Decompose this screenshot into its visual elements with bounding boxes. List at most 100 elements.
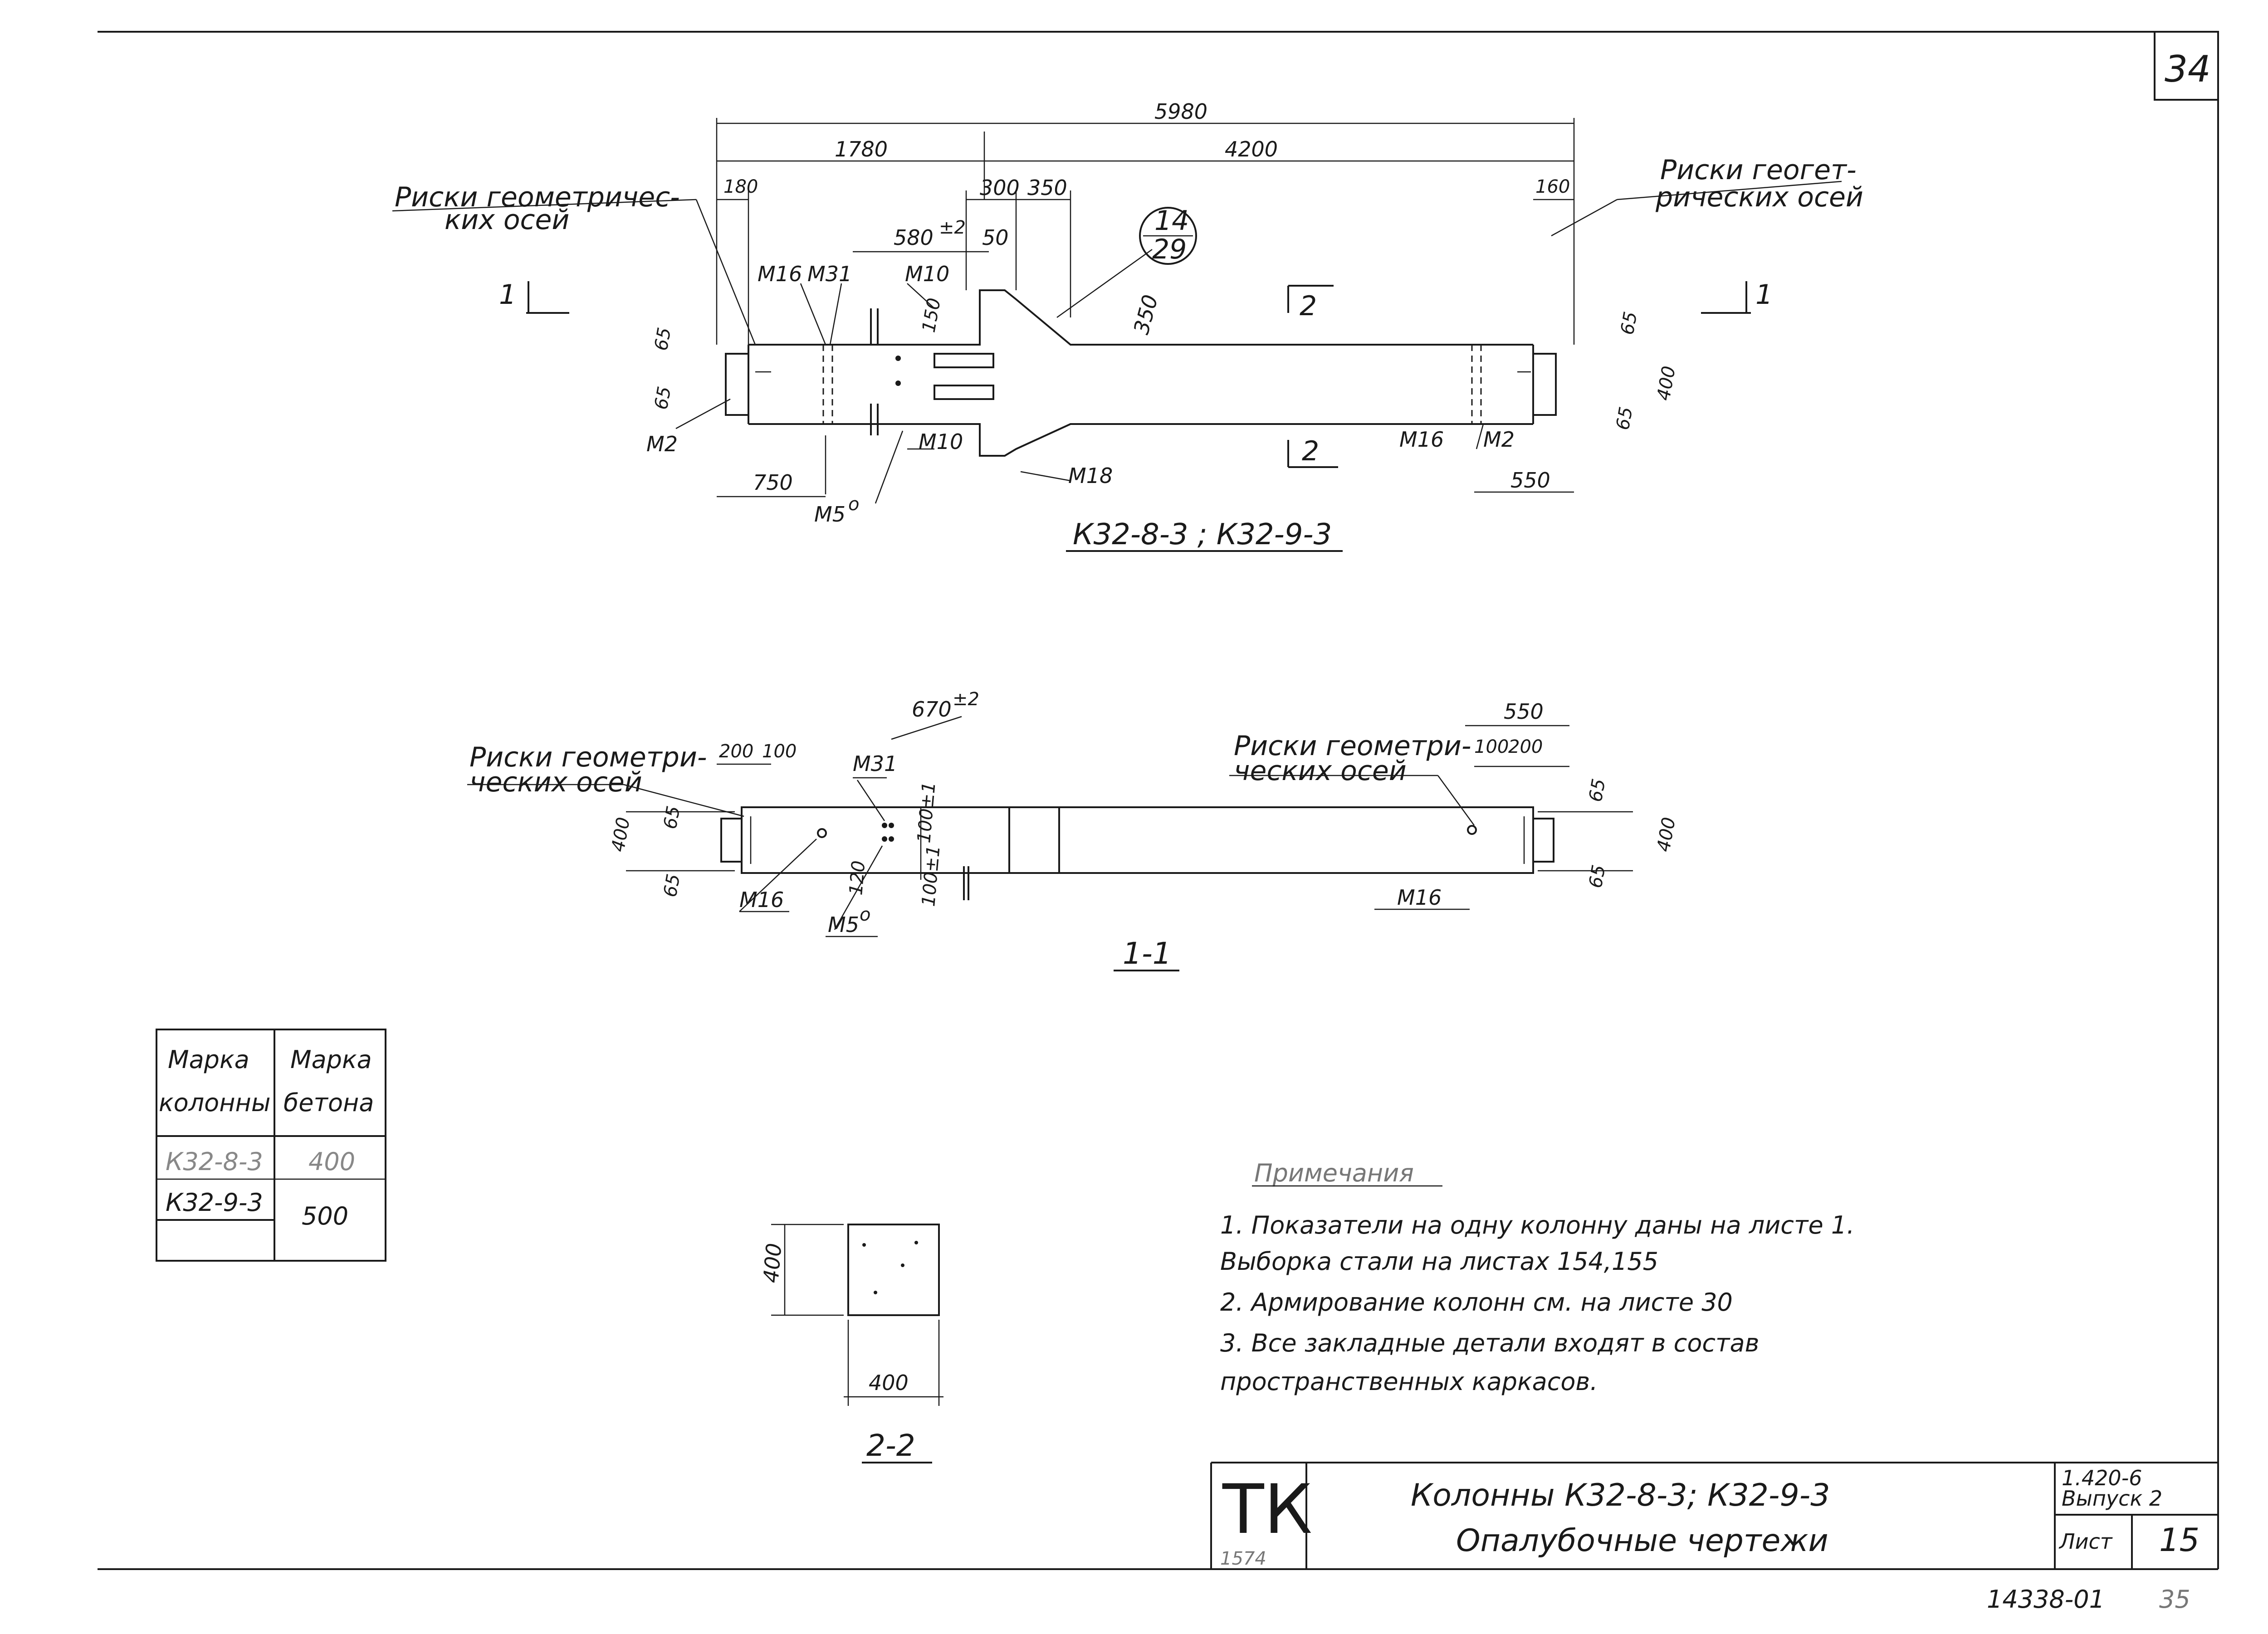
s22-dim-width: 400 [869,1371,909,1395]
s11-dim-100-c: 100±1 [914,781,940,844]
s11-mark-m5-sup: о [860,904,870,925]
table-header-col1-line1: Марка [168,1045,249,1074]
notes-heading: Примечания [1254,1159,1414,1187]
table-row2-mark: К32-9-3 [166,1188,263,1217]
table-header-col1-line2: колонны [159,1088,270,1117]
section-2-top: 2 [1300,290,1317,322]
note-line-3: 2. Армирование колонн см. на листе 30 [1220,1288,1733,1317]
title-block-name-2: Опалубочные чертежи [1456,1523,1828,1559]
s11-dim-120: 120 [846,860,869,896]
dim-65-c: 65 [1617,310,1642,337]
mark-m2-a: М2 [646,432,678,456]
footer-code: 14338-01 [1987,1585,2105,1614]
title-block-issue: Выпуск 2 [2062,1486,2162,1511]
s11-mark-m31: М31 [853,751,897,776]
dim-580-tol: ±2 [939,217,966,238]
mark-m5-sup: о [848,494,859,515]
axis-note-left-1: Риски геометричес- [395,181,680,213]
dim-550: 550 [1510,468,1550,493]
s11-mark-m5: М5 [828,912,859,937]
s11-axis-note-right-1: Риски геометри- [1234,730,1471,762]
dim-left-part: 1780 [835,137,888,161]
section-2-2-title: 2-2 [866,1428,915,1463]
mark-m16-a: М16 [758,262,802,286]
axis-note-left-2: ких осей [445,204,569,236]
axis-note-right-1: Риски геогет- [1660,154,1857,186]
callout-bottom: 29 [1152,234,1187,265]
mark-m16-b: М16 [1399,427,1444,452]
s11-dim-65-c: 65 [1585,777,1610,804]
note-line-1: 1. Показатели на одну колонну даны на ли… [1220,1211,1854,1239]
mark-m5: М5 [814,502,846,527]
elevation-view [392,118,1842,552]
s11-dim-100-a: 100 [762,741,797,762]
section-1-1-view [467,716,1633,971]
section-1-left: 1 [499,279,516,311]
s11-dim-100-b: 100 [1474,737,1509,757]
title-block-series: 1.420-6 [2062,1466,2142,1490]
elevation-title: К32-8-3 ; К32-9-3 [1073,518,1332,551]
s11-dim-670: 670 [912,697,952,722]
dim-65-a: 65 [651,326,675,352]
dim-350: 350 [1027,176,1067,200]
concrete-table [156,1029,386,1262]
dim-left-end: 180 [723,176,758,197]
dim-400: 400 [1653,365,1680,402]
table-row2-concrete: 500 [302,1202,348,1230]
table-row1-mark: К32-8-3 [166,1147,263,1176]
s11-dim-65-b: 65 [660,873,684,899]
s11-dim-200-a: 200 [719,741,753,762]
dim-65-d: 65 [1613,405,1637,432]
table-header-col2-line1: Марка [290,1045,372,1074]
table-row1-concrete: 400 [308,1147,355,1176]
s11-axis-note-left-2: ческих осей [469,766,642,798]
note-line-4: 3. Все закладные детали входят в состав [1220,1329,1759,1357]
axis-note-right-2: рических осей [1655,181,1863,213]
section-1-1-title: 1-1 [1123,936,1172,971]
s11-dim-100-d: 100±1 [918,844,944,907]
dim-750: 750 [753,470,793,495]
dim-total: 5980 [1154,99,1207,124]
mark-m2-b: М2 [1483,427,1515,452]
title-block-name-1: Колонны К32-8-3; К32-9-3 [1411,1478,1830,1513]
s11-dim-65-a: 65 [660,805,684,831]
title-block [1210,1462,2218,1569]
table-header-col2-line2: бетона [284,1088,374,1117]
dim-350-vert: 350 [1129,292,1163,337]
note-line-5: пространственных каркасов. [1220,1367,1598,1396]
footer-page: 35 [2159,1585,2190,1614]
title-block-sheet-label: Лист [2058,1529,2113,1554]
s11-mark-m16-a: М16 [739,888,784,912]
sheet-corner-number: 34 [2165,48,2211,90]
section-2-bottom: 2 [1302,435,1319,467]
dim-right-end: 160 [1535,176,1570,197]
title-block-sheet-number: 15 [2159,1522,2200,1559]
mark-m31: М31 [807,262,852,286]
s11-dim-200-b: 200 [1508,737,1543,757]
mark-m10-a: М10 [905,262,949,286]
mark-m10-b: М10 [919,429,963,454]
s11-dim-550: 550 [1504,699,1544,724]
s11-axis-note-left-1: Риски геометри- [469,741,707,773]
s11-dim-400-a: 400 [608,816,635,854]
dim-580: 580 [894,225,934,250]
mark-m18: М18 [1068,463,1113,488]
dim-50: 50 [982,225,1009,250]
s11-dim-400-b: 400 [1653,816,1680,854]
section-1-right: 1 [1755,279,1773,311]
note-line-2: Выборка стали на листах 154,155 [1220,1247,1658,1276]
section-2-2-view [771,1224,943,1463]
title-block-logo: ТК [1222,1470,1312,1549]
dim-65-b: 65 [651,385,675,411]
dim-300: 300 [980,176,1020,200]
callout-top: 14 [1154,205,1189,237]
sheet-frame [98,31,2219,1570]
s22-dim-height: 400 [758,1242,786,1284]
s11-axis-note-right-2: ческих осей [1234,755,1407,787]
s11-mark-m16-b: М16 [1397,885,1442,910]
s11-dim-65-d: 65 [1585,863,1610,890]
title-block-logo-sub: 1574 [1220,1548,1266,1569]
s11-dim-670-tol: ±2 [953,689,979,710]
dim-right-part: 4200 [1225,137,1278,161]
